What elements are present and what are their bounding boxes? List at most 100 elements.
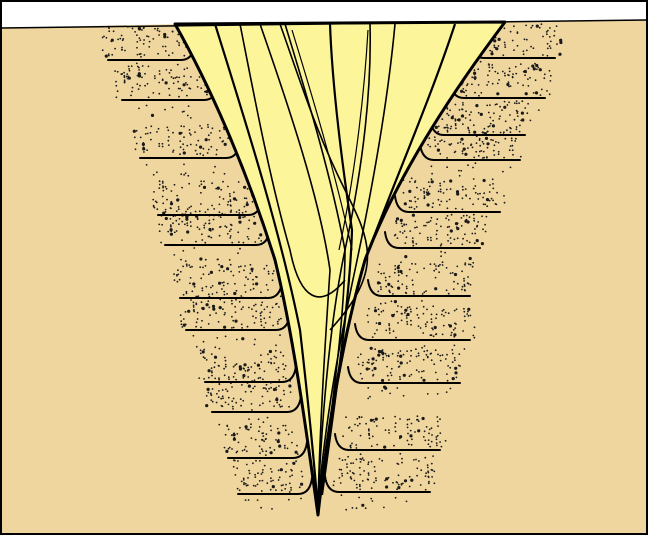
sediment-grain bbox=[435, 349, 437, 351]
sediment-grain bbox=[197, 312, 199, 314]
sediment-grain bbox=[170, 218, 172, 220]
sediment-grain bbox=[488, 63, 490, 65]
sediment-grain bbox=[366, 367, 369, 370]
sediment-grain bbox=[248, 238, 250, 240]
sediment-grain bbox=[406, 350, 408, 352]
sediment-grain bbox=[431, 463, 433, 465]
sediment-grain bbox=[426, 321, 428, 323]
sediment-grain bbox=[255, 485, 257, 487]
sediment-grain bbox=[275, 489, 277, 491]
sediment-grain bbox=[368, 430, 370, 432]
sediment-grain bbox=[230, 271, 232, 273]
sediment-grain bbox=[259, 445, 261, 447]
sediment-grain bbox=[244, 449, 246, 451]
sediment-grain bbox=[237, 460, 239, 462]
sediment-grain bbox=[238, 442, 240, 444]
sediment-grain bbox=[238, 241, 240, 243]
sediment-grain bbox=[228, 404, 230, 406]
sediment-grain bbox=[270, 425, 272, 427]
sediment-grain bbox=[439, 264, 441, 266]
sediment-grain bbox=[148, 46, 150, 48]
sediment-grain bbox=[425, 225, 427, 227]
sediment-grain bbox=[136, 41, 138, 43]
sediment-grain bbox=[492, 200, 494, 202]
sediment-grain bbox=[185, 211, 187, 213]
sediment-grain bbox=[159, 31, 161, 33]
sediment-grain bbox=[463, 308, 465, 310]
sediment-grain bbox=[450, 237, 452, 239]
sediment-grain bbox=[166, 188, 168, 190]
sediment-grain bbox=[159, 73, 161, 75]
sediment-grain bbox=[438, 265, 440, 267]
sediment-grain bbox=[165, 50, 167, 52]
sediment-grain bbox=[487, 74, 489, 76]
sediment-grain bbox=[447, 207, 449, 209]
sediment-grain bbox=[411, 438, 413, 440]
sediment-grain bbox=[236, 452, 238, 454]
sediment-grain bbox=[214, 362, 216, 364]
sediment-grain bbox=[508, 81, 510, 83]
sediment-grain bbox=[227, 233, 229, 235]
sediment-grain bbox=[102, 37, 104, 39]
sediment-grain bbox=[180, 314, 182, 316]
sediment-grain bbox=[235, 299, 237, 301]
sediment-grain bbox=[423, 291, 425, 293]
sediment-grain bbox=[541, 23, 543, 25]
sediment-grain bbox=[177, 64, 179, 66]
sediment-grain bbox=[372, 375, 374, 377]
sediment-grain bbox=[248, 418, 250, 420]
sediment-grain bbox=[403, 395, 405, 397]
sediment-grain bbox=[428, 443, 430, 445]
sediment-grain bbox=[222, 389, 224, 391]
sediment-grain bbox=[233, 292, 236, 295]
sediment-grain bbox=[221, 141, 223, 143]
sediment-grain bbox=[515, 66, 517, 68]
sediment-grain bbox=[190, 299, 192, 301]
sediment-grain bbox=[168, 88, 170, 90]
sediment-grain bbox=[442, 354, 444, 356]
sediment-grain bbox=[488, 81, 490, 83]
sediment-grain bbox=[242, 400, 244, 402]
sediment-grain bbox=[138, 27, 141, 30]
sediment-grain bbox=[422, 332, 424, 334]
sediment-grain bbox=[280, 295, 282, 297]
sediment-grain bbox=[207, 300, 209, 302]
sediment-grain bbox=[453, 288, 455, 290]
sediment-grain bbox=[365, 507, 367, 509]
sediment-grain bbox=[181, 239, 183, 241]
sediment-grain bbox=[241, 324, 243, 326]
sediment-grain bbox=[162, 202, 164, 204]
sediment-grain bbox=[150, 132, 152, 134]
sediment-grain bbox=[409, 486, 411, 488]
sediment-grain bbox=[231, 316, 233, 318]
sediment-grain bbox=[116, 96, 118, 98]
sediment-grain bbox=[362, 362, 364, 364]
sediment-grain bbox=[474, 185, 476, 187]
sediment-grain bbox=[474, 233, 476, 235]
sediment-grain bbox=[183, 151, 186, 154]
sediment-grain bbox=[406, 501, 408, 503]
sediment-grain bbox=[425, 290, 427, 292]
sediment-grain bbox=[510, 167, 512, 169]
sediment-grain bbox=[275, 387, 277, 389]
sediment-grain bbox=[398, 463, 400, 465]
sediment-grain bbox=[117, 71, 119, 73]
sediment-grain bbox=[225, 336, 227, 338]
sediment-grain bbox=[458, 353, 460, 355]
sediment-grain bbox=[400, 219, 403, 222]
sediment-grain bbox=[236, 211, 238, 213]
sediment-grain bbox=[539, 68, 542, 71]
sediment-grain bbox=[267, 289, 269, 291]
sediment-grain bbox=[179, 279, 181, 281]
sediment-grain bbox=[521, 112, 524, 115]
sediment-grain bbox=[416, 356, 418, 358]
sediment-grain bbox=[477, 198, 479, 200]
sediment-grain bbox=[138, 74, 141, 77]
sediment-grain bbox=[224, 225, 226, 227]
sediment-grain bbox=[272, 273, 274, 275]
sediment-grain bbox=[216, 149, 218, 151]
sediment-grain bbox=[462, 330, 464, 332]
sediment-grain bbox=[359, 485, 361, 487]
sediment-grain bbox=[436, 230, 438, 232]
sediment-grain bbox=[229, 195, 231, 197]
